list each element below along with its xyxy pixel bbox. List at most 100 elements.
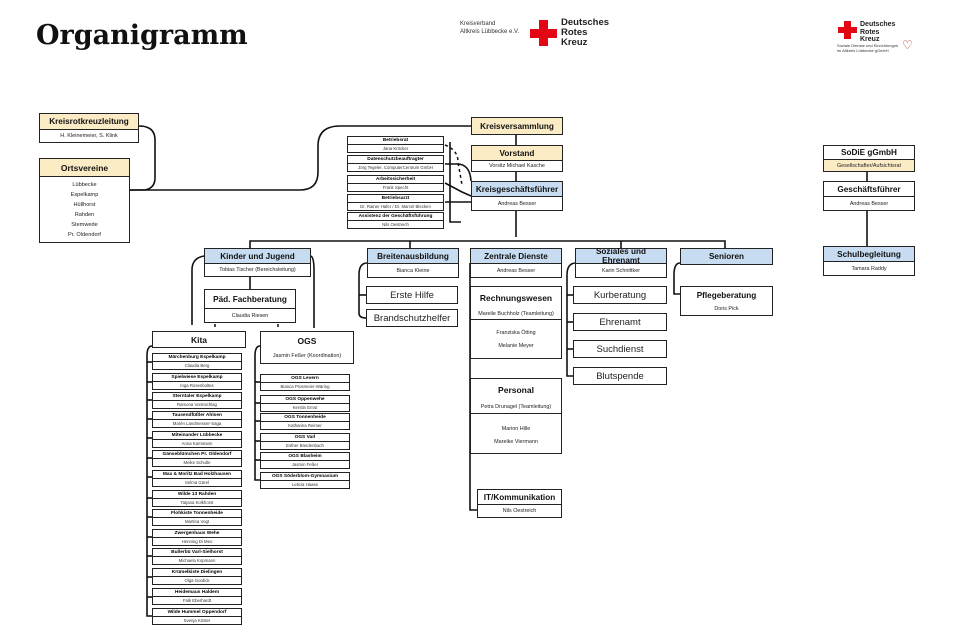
personal-member: Mareike Viermann xyxy=(494,439,538,445)
sodie-geschaeftsfuehrer-title: Geschäftsführer xyxy=(824,182,914,197)
sodie-geschaeftsfuehrer-name: Andreas Besser xyxy=(849,200,889,207)
erste-hilfe-box: Erste Hilfe xyxy=(366,286,458,304)
schulbegleitung-title: Schulbegleitung xyxy=(824,247,914,262)
ortsverein-item: Pr. Oldendorf xyxy=(68,232,101,238)
sodie-sub: Gesellschafter/Aufsichtsrat xyxy=(824,160,914,171)
kreisversammlung-box: Kreisversammlung xyxy=(471,117,563,135)
logo-org-line2: Altkreis Lübbecke e.V. xyxy=(460,29,520,35)
personal-lead: Petra Drunagel (Teamleitung) xyxy=(471,401,561,414)
soziales-ehrenamt-title: Soziales und Ehrenamt xyxy=(576,247,666,265)
kinder-jugend-box: Kinder und Jugend Tobias Tischer (Bereic… xyxy=(204,248,311,277)
staff-box-datenschutz: Datenschutzbeauftragter Jörg Tegeler, Co… xyxy=(347,155,444,172)
senioren-box: Senioren xyxy=(680,248,773,265)
heart-icon: ♡ xyxy=(902,38,913,52)
kreisversammlung-title: Kreisversammlung xyxy=(472,118,562,134)
sodie-geschaeftsfuehrer-box: Geschäftsführer Andreas Besser xyxy=(823,181,915,211)
ortsvereine-box: Ortsvereine Lübbecke Espelkamp Hüllhorst… xyxy=(39,158,130,243)
kreisrotkreuzleitung-box: Kreisrotkreuzleitung H. Kleinemeier, S. … xyxy=(39,113,139,143)
pflegeberatung-title: Pflegeberatung xyxy=(681,287,772,303)
rechnungswesen-member: Melanie Meyer xyxy=(498,343,534,349)
kreisgeschaeftsfuehrer-box: Kreisgeschäftsführer Andreas Besser xyxy=(471,181,563,211)
ortsverein-item: Espelkamp xyxy=(70,192,99,198)
ogs-box: OGS Jasmin Feßer (Koordination) xyxy=(260,331,354,364)
suchdienst-box: Suchdienst xyxy=(573,340,667,358)
pflegeberatung-name: Doris Pick xyxy=(714,306,739,312)
personal-member: Marion Hille xyxy=(501,426,531,432)
zentrale-dienste-box: Zentrale Dienste Andreas Besser xyxy=(470,248,562,278)
fachberatung-title: Päd. Fachberatung xyxy=(205,290,295,309)
vorstand-name: Vorsitz Michael Kasche xyxy=(489,163,545,169)
ehrenamt-box: Ehrenamt xyxy=(573,313,667,331)
zentrale-dienste-title: Zentrale Dienste xyxy=(471,249,561,264)
zentrale-dienste-name: Andreas Besser xyxy=(496,267,536,274)
breitenausbildung-title: Breitenausbildung xyxy=(368,249,458,264)
soziales-ehrenamt-box: Soziales und Ehrenamt Karin Schnittker xyxy=(575,247,667,278)
rechnungswesen-lead: Mareile Buchholz (Teamleitung) xyxy=(471,308,561,320)
ogs-title: OGS xyxy=(261,332,353,349)
breitenausbildung-box: Breitenausbildung Bianca Kleine xyxy=(367,248,459,278)
vorstand-box: Vorstand Vorsitz Michael Kasche xyxy=(471,145,563,172)
logo-org-line1: Kreisverband xyxy=(460,21,496,27)
ogs-name: Jasmin Feßer (Koordination) xyxy=(272,352,342,359)
kreisgeschaeftsfuehrer-name: Andreas Besser xyxy=(497,200,537,207)
vorstand-title: Vorstand xyxy=(472,146,562,161)
staff-box-arbeitssicherheit: Arbeitssicherheit Frank Specht xyxy=(347,175,444,192)
ortsverein-item: Rahden xyxy=(74,212,95,218)
it-kommunikation-name: Nils Oestreich xyxy=(502,508,537,514)
staff-box-betriebsarzt: Betriebsarzt Dr. Rainer Hafer / Dr. Marc… xyxy=(347,194,444,211)
page-title: Organigramm xyxy=(36,20,248,51)
sodie-box: SoDiE gGmbH Gesellschafter/Aufsichtsrat xyxy=(823,145,915,172)
kreisrotkreuzleitung-title: Kreisrotkreuzleitung xyxy=(40,114,138,130)
staff-box-assistenz: Assistenz der Geschäftsführung Nils Oest… xyxy=(347,212,444,229)
kinder-jugend-title: Kinder und Jugend xyxy=(205,249,310,264)
ortsverein-item: Lübbecke xyxy=(72,182,97,188)
kurberatung-box: Kurberatung xyxy=(573,286,667,304)
soziales-ehrenamt-name: Karin Schnittker xyxy=(601,267,641,274)
staff-box-betriebsrat: Betriebsrat Jana Kröcker xyxy=(347,136,444,153)
rechnungswesen-member: Franziska Ötting xyxy=(496,330,536,336)
senioren-title: Senioren xyxy=(681,249,772,264)
fachberatung-box: Päd. Fachberatung Claudia Riesen xyxy=(204,289,296,323)
kita-box: Kita xyxy=(152,331,246,348)
rechnungswesen-title: Rechnungswesen xyxy=(471,287,561,308)
brandschutzhelfer-box: Brandschutzhelfer xyxy=(366,309,458,327)
it-kommunikation-box: IT/Kommunikation Nils Oestreich xyxy=(477,489,562,518)
kreisrotkreuzleitung-names: H. Kleinemeier, S. Klink xyxy=(60,133,118,139)
kita-title: Kita xyxy=(153,332,245,347)
ortsvereine-title: Ortsvereine xyxy=(40,159,129,177)
sodie-title: SoDiE gGmbH xyxy=(824,146,914,160)
personal-box: Personal Petra Drunagel (Teamleitung) Ma… xyxy=(470,378,562,454)
kreisgeschaeftsfuehrer-title: Kreisgeschäftsführer xyxy=(472,182,562,197)
schulbegleitung-box: Schulbegleitung Tamara Raddy xyxy=(823,246,915,276)
kinder-jugend-name: Tobias Tischer (Bereichsleitung) xyxy=(219,267,296,273)
rechnungswesen-box: Rechnungswesen Mareile Buchholz (Teamlei… xyxy=(470,286,562,359)
blutspende-box: Blutspende xyxy=(573,367,667,385)
personal-title: Personal xyxy=(471,379,561,401)
fachberatung-name: Claudia Riesen xyxy=(231,312,269,319)
ortsverein-item: Hüllhorst xyxy=(73,202,96,208)
pflegeberatung-box: Pflegeberatung Doris Pick xyxy=(680,286,773,316)
breitenausbildung-name: Bianca Kleine xyxy=(396,267,430,274)
it-kommunikation-title: IT/Kommunikation xyxy=(478,490,561,505)
